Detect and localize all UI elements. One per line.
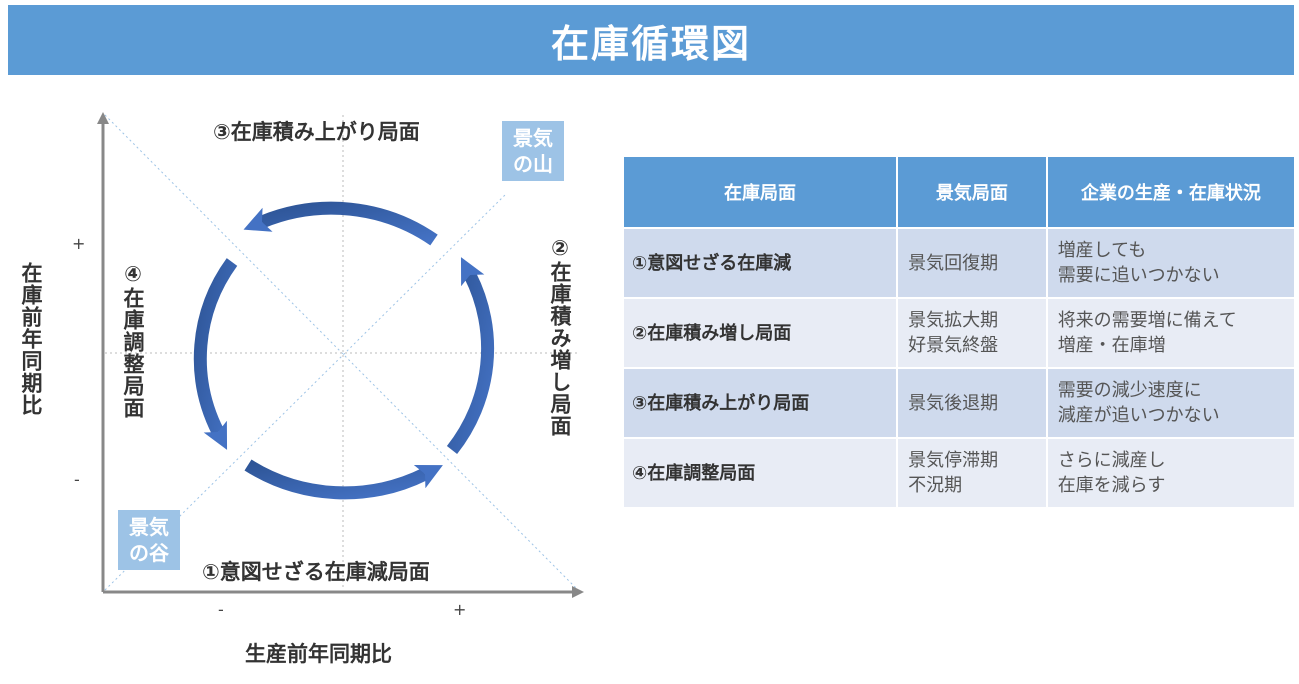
economy-cell: 景気回復期 bbox=[898, 229, 1046, 297]
status-line: 将来の需要増に備えて bbox=[1057, 310, 1237, 331]
status-line: 増産しても bbox=[1057, 240, 1147, 261]
economy-line: 景気停滞期 bbox=[908, 450, 999, 471]
economy-cell: 景気停滞期不況期 bbox=[898, 439, 1046, 507]
status-cell: 将来の需要増に備えて増産・在庫増 bbox=[1047, 299, 1294, 367]
economy-line: 不況期 bbox=[908, 475, 963, 496]
page-title: 在庫循環図 bbox=[8, 5, 1294, 75]
inventory-cycle-diagram bbox=[97, 112, 584, 598]
peak-tag: 景気の山 bbox=[502, 121, 564, 181]
phase-cell: ④在庫調整局面 bbox=[624, 439, 897, 507]
header-economy-phase: 景気局面 bbox=[898, 157, 1046, 227]
phase2-label: ②在庫積み増し局面 bbox=[548, 236, 572, 437]
table-row: ③在庫積み上がり局面 景気後退期 需要の減少速度に減産が追いつかない bbox=[624, 369, 1294, 437]
table-row: ①意図せざる在庫減 景気回復期 増産しても需要に追いつかない bbox=[624, 229, 1294, 297]
status-line: 減産が追いつかない bbox=[1057, 405, 1220, 426]
economy-line: 景気後退期 bbox=[908, 392, 999, 414]
status-line: 需要に追いつかない bbox=[1057, 265, 1220, 286]
x-minus-tick: - bbox=[218, 600, 224, 619]
x-axis-label: 生産前年同期比 bbox=[245, 642, 392, 666]
economy-cell: 景気後退期 bbox=[898, 369, 1046, 437]
status-cell: さらに減産し在庫を減らす bbox=[1047, 439, 1294, 507]
trough-tag: 景気の谷 bbox=[118, 510, 180, 570]
economy-line: 景気回復期 bbox=[908, 252, 999, 274]
table-row: ④在庫調整局面 景気停滞期不況期 さらに減産し在庫を減らす bbox=[624, 439, 1294, 507]
phase1-label: ①意図せざる在庫減局面 bbox=[202, 560, 430, 584]
arrow-phase2 bbox=[446, 257, 495, 455]
economy-cell: 景気拡大期好景気終盤 bbox=[898, 299, 1046, 367]
x-plus-tick: + bbox=[453, 600, 467, 619]
status-cell: 増産しても需要に追いつかない bbox=[1047, 229, 1294, 297]
economy-line: 好景気終盤 bbox=[908, 335, 999, 356]
phase-cell: ③在庫積み上がり局面 bbox=[624, 369, 897, 437]
y-plus-tick: + bbox=[72, 234, 86, 253]
economy-line: 景気拡大期 bbox=[908, 310, 999, 331]
arrow-phase1 bbox=[244, 459, 443, 500]
table-row: ②在庫積み増し局面 景気拡大期好景気終盤 将来の需要増に備えて増産・在庫増 bbox=[624, 299, 1294, 367]
y-minus-tick: - bbox=[74, 470, 80, 489]
phase-cell: ①意図せざる在庫減 bbox=[624, 229, 897, 297]
status-line: 需要の減少速度に bbox=[1057, 380, 1202, 401]
phase-cell: ②在庫積み増し局面 bbox=[624, 299, 897, 367]
arrow-phase4 bbox=[193, 258, 238, 450]
header-company-status: 企業の生産・在庫状況 bbox=[1047, 157, 1294, 227]
status-line: さらに減産し bbox=[1057, 450, 1166, 471]
status-cell: 需要の減少速度に減産が追いつかない bbox=[1047, 369, 1294, 437]
table-header-row: 在庫局面 景気局面 企業の生産・在庫状況 bbox=[624, 157, 1294, 227]
diagonal-line bbox=[104, 194, 506, 591]
inventory-phase-table: 在庫局面 景気局面 企業の生産・在庫状況 ①意図せざる在庫減 景気回復期 増産し… bbox=[622, 155, 1296, 509]
header-inventory-phase: 在庫局面 bbox=[624, 157, 897, 227]
status-line: 在庫を減らす bbox=[1057, 475, 1166, 496]
phase4-label: ④在庫調整局面 bbox=[121, 262, 145, 419]
status-line: 増産・在庫増 bbox=[1057, 335, 1166, 356]
y-axis-label: 在庫前年同期比 bbox=[19, 262, 43, 416]
phase3-label: ③在庫積み上がり局面 bbox=[213, 120, 420, 144]
arrow-phase3 bbox=[243, 201, 438, 246]
